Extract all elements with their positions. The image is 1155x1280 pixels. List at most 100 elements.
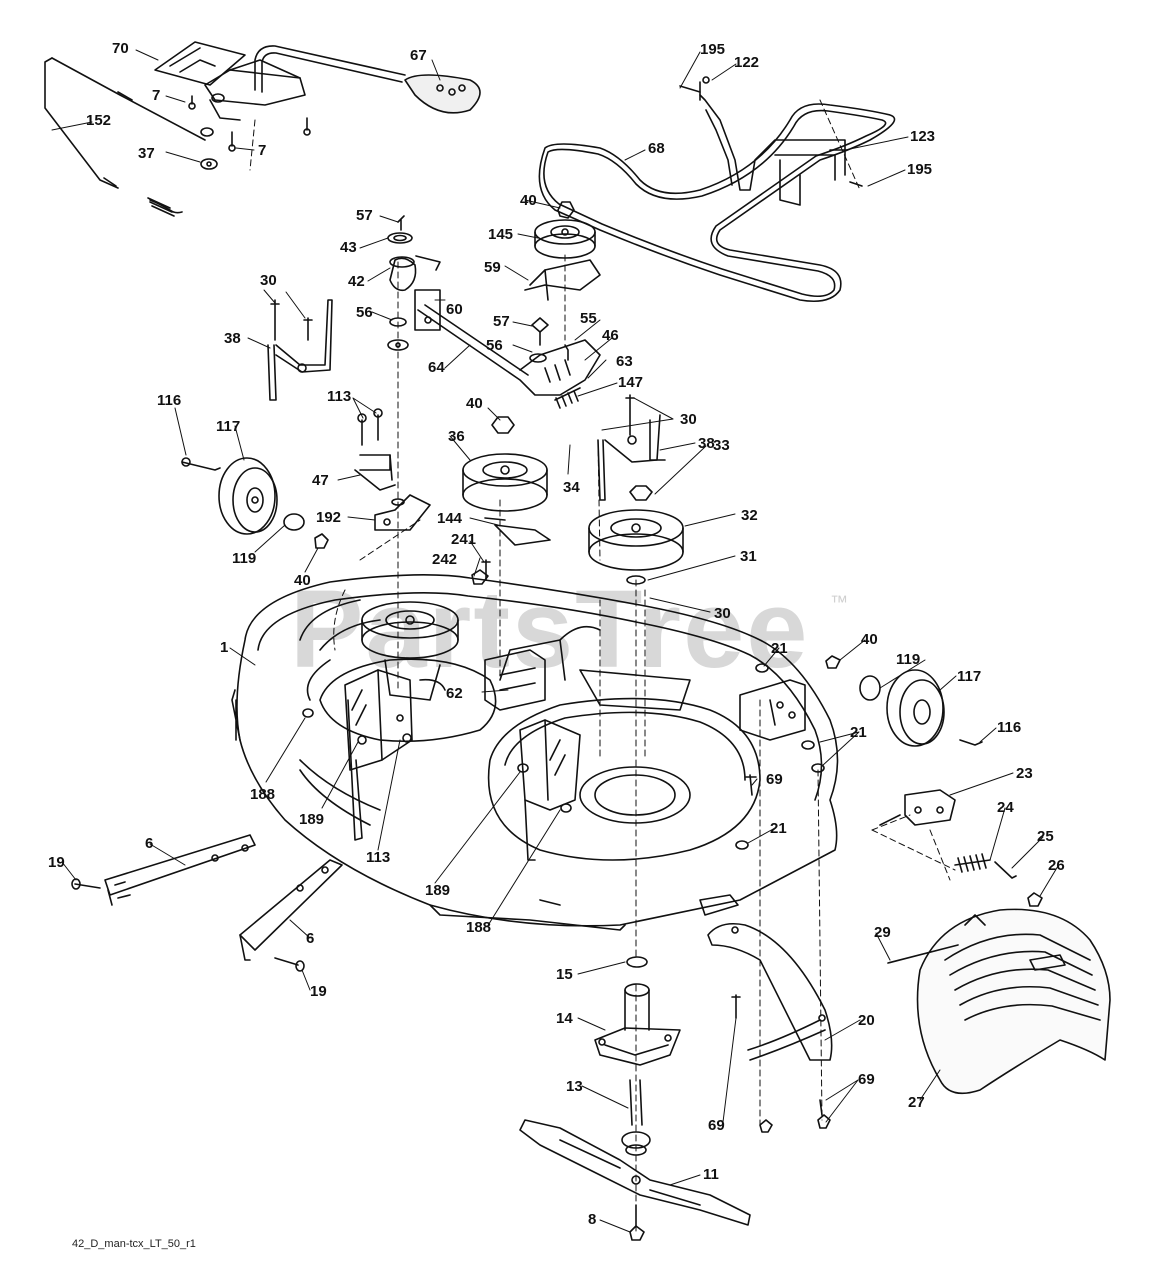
lift-lever-assembly <box>154 41 406 170</box>
callout-189: 189 <box>425 882 451 899</box>
callout-119: 119 <box>232 550 257 567</box>
callout-43: 43 <box>340 239 357 256</box>
callout-40: 40 <box>861 631 878 648</box>
pulley-32 <box>588 485 684 585</box>
deck-bracket-left <box>302 669 413 841</box>
callout-57: 57 <box>356 207 373 224</box>
bracket-47 <box>354 408 396 491</box>
callout-14: 14 <box>556 1010 573 1027</box>
bolt-8 <box>629 1204 645 1241</box>
callout-30: 30 <box>260 272 277 289</box>
callout-15: 15 <box>556 966 573 983</box>
callout-116: 116 <box>997 719 1022 736</box>
callout-59: 59 <box>484 259 501 276</box>
callout-192: 192 <box>316 509 342 526</box>
spindle-assembly <box>594 956 681 1156</box>
callout-47: 47 <box>312 472 329 489</box>
baffle-6-upper <box>71 834 256 906</box>
callout-188: 188 <box>250 786 276 803</box>
bracket-23 <box>879 789 956 826</box>
callout-11: 11 <box>703 1166 719 1183</box>
lift-rod-152 <box>44 57 206 217</box>
spring-24 <box>954 853 991 873</box>
callout-63: 63 <box>616 353 633 370</box>
drive-belt-68 <box>538 103 896 303</box>
stabilizer-rod-right-38 <box>597 394 666 501</box>
callout-7: 7 <box>152 87 161 104</box>
callout-38: 38 <box>698 435 715 452</box>
idler-arm-64 <box>417 304 601 396</box>
lift-handle-grip <box>404 74 481 114</box>
pin-25 <box>994 861 1017 879</box>
callout-152: 152 <box>86 112 112 129</box>
callout-113: 113 <box>366 849 391 866</box>
callout-27: 27 <box>908 1094 925 1111</box>
callout-123: 123 <box>910 128 936 145</box>
callout-69: 69 <box>708 1117 725 1134</box>
callout-117: 117 <box>957 668 982 685</box>
callout-144: 144 <box>437 510 463 527</box>
callout-25: 25 <box>1037 828 1054 845</box>
callout-36: 36 <box>448 428 465 445</box>
callout-122: 122 <box>734 54 760 71</box>
baffle-20 <box>707 922 833 1061</box>
callout-116: 116 <box>157 392 182 409</box>
callout-42: 42 <box>348 273 365 290</box>
deck-bracket-right <box>517 719 581 861</box>
callout-6: 6 <box>145 835 154 852</box>
callout-21: 21 <box>850 724 867 741</box>
callout-241: 241 <box>451 531 477 548</box>
callout-40: 40 <box>466 395 483 412</box>
watermark: PartsTree <box>290 568 810 691</box>
callout-24: 24 <box>997 799 1014 816</box>
gauge-wheel-left-117 <box>181 457 329 549</box>
callout-195: 195 <box>907 161 933 178</box>
stabilizer-rod-left-38 <box>267 299 333 401</box>
callout-leaders <box>51 49 1059 1233</box>
callout-40: 40 <box>294 572 311 589</box>
belt-guide-bracket <box>679 76 863 206</box>
spring-147 <box>554 387 581 409</box>
bracket-192 <box>374 494 431 531</box>
pivot-bracket-60 <box>387 215 441 351</box>
callout-117: 117 <box>216 418 241 435</box>
trademark-symbol: ™ <box>830 592 848 612</box>
callout-242: 242 <box>432 551 458 568</box>
callout-20: 20 <box>858 1012 875 1029</box>
nut-26 <box>1027 892 1043 907</box>
callout-60: 60 <box>446 301 463 318</box>
callout-188: 188 <box>466 919 492 936</box>
callout-23: 23 <box>1016 765 1033 782</box>
callout-64: 64 <box>428 359 445 376</box>
blade-11 <box>519 1119 751 1226</box>
callout-67: 67 <box>410 47 427 64</box>
callout-145: 145 <box>488 226 514 243</box>
callout-32: 32 <box>741 507 758 524</box>
callout-30: 30 <box>714 605 731 622</box>
callout-31: 31 <box>740 548 757 565</box>
baffle-6-lower <box>239 859 343 972</box>
callout-70: 70 <box>112 40 129 57</box>
callout-69: 69 <box>766 771 783 788</box>
assembly-guide-lines <box>249 99 956 1236</box>
callout-119: 119 <box>896 651 921 668</box>
callout-13: 13 <box>566 1078 583 1095</box>
callout-6: 6 <box>306 930 315 947</box>
callout-147: 147 <box>618 374 644 391</box>
spindle-pulley-deck <box>361 601 459 701</box>
gauge-wheel-right-117 <box>825 655 983 747</box>
callout-21: 21 <box>771 640 788 657</box>
deck-bracket-62 <box>484 649 546 711</box>
discharge-chute-27 <box>916 908 1111 1095</box>
footer-drawing-code: 42_D_man-tcx_LT_50_r1 <box>72 1238 196 1250</box>
callout-189: 189 <box>299 811 325 828</box>
callout-195: 195 <box>700 41 726 58</box>
belt-keeper-144 <box>484 517 551 546</box>
callout-56: 56 <box>486 337 503 354</box>
idler-bracket-59 <box>524 259 601 301</box>
callout-33: 33 <box>713 437 730 454</box>
callout-57: 57 <box>493 313 510 330</box>
callout-19: 19 <box>310 983 327 1000</box>
bolt-69-bottom <box>759 1099 831 1133</box>
